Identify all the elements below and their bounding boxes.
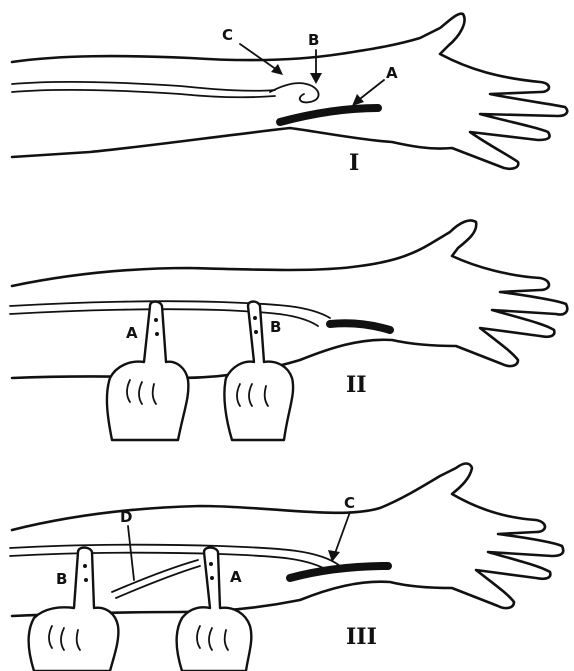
- arm-outline-2: [12, 220, 567, 378]
- panel-3: D C B A III: [10, 464, 563, 671]
- panel-numeral-3: III: [346, 624, 377, 650]
- arrowhead-c-1: [271, 64, 283, 75]
- compressing-hand-b-2: [224, 302, 293, 441]
- arrow-c-3: [334, 512, 350, 556]
- panel-2: A B II: [10, 220, 567, 440]
- arm-outline-3: [12, 464, 563, 617]
- label-a-panel-1: A: [386, 64, 398, 82]
- graft-band-1: [280, 108, 378, 122]
- label-c-panel-3: C: [344, 494, 355, 512]
- arm-outline-1: [12, 14, 567, 169]
- label-b-panel-3: B: [56, 570, 67, 588]
- graft-band-3: [290, 566, 388, 578]
- label-b-panel-1: B: [308, 31, 319, 49]
- panel-numeral-1: I: [349, 150, 359, 176]
- graft-band-2: [330, 323, 390, 330]
- label-a-panel-2: A: [126, 324, 138, 342]
- arrow-c-1: [240, 44, 280, 72]
- compressing-hand-b-3: [29, 548, 119, 671]
- label-d-panel-3: D: [120, 508, 132, 526]
- panel-1: C B A I: [12, 14, 567, 176]
- panel-numeral-2: II: [346, 372, 367, 398]
- label-a-panel-3: A: [230, 568, 242, 586]
- label-c-panel-1: C: [222, 26, 233, 44]
- vein-3: [10, 545, 340, 566]
- arrowhead-b-1: [310, 73, 322, 84]
- compressing-hand-a-2: [107, 302, 188, 441]
- segment-d-3: [112, 560, 200, 598]
- arrowhead-a-1: [352, 94, 364, 106]
- label-b-panel-2: B: [270, 318, 281, 336]
- vein-hook-1: [270, 83, 319, 102]
